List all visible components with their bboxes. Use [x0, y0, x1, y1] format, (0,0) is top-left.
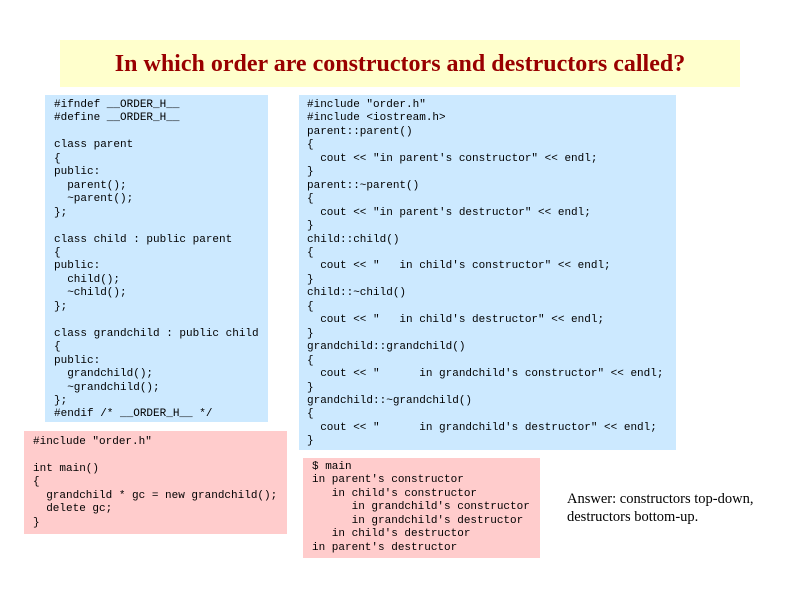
header-code: #ifndef __ORDER_H__ #define __ORDER_H__ … — [54, 99, 259, 421]
slide-title: In which order are constructors and dest… — [114, 51, 686, 77]
implementation-code: #include "order.h" #include <iostream.h>… — [307, 99, 664, 448]
program-output-panel: $ main in parent's constructor in child'… — [303, 458, 540, 558]
main-code: #include "order.h" int main() { grandchi… — [33, 436, 278, 529]
program-output: $ main in parent's constructor in child'… — [312, 461, 530, 554]
implementation-code-panel: #include "order.h" #include <iostream.h>… — [299, 95, 676, 450]
title-banner: In which order are constructors and dest… — [60, 40, 740, 87]
header-code-panel: #ifndef __ORDER_H__ #define __ORDER_H__ … — [45, 95, 268, 422]
answer-text: Answer: constructors top-down, destructo… — [567, 491, 754, 525]
main-code-panel: #include "order.h" int main() { grandchi… — [24, 431, 287, 534]
